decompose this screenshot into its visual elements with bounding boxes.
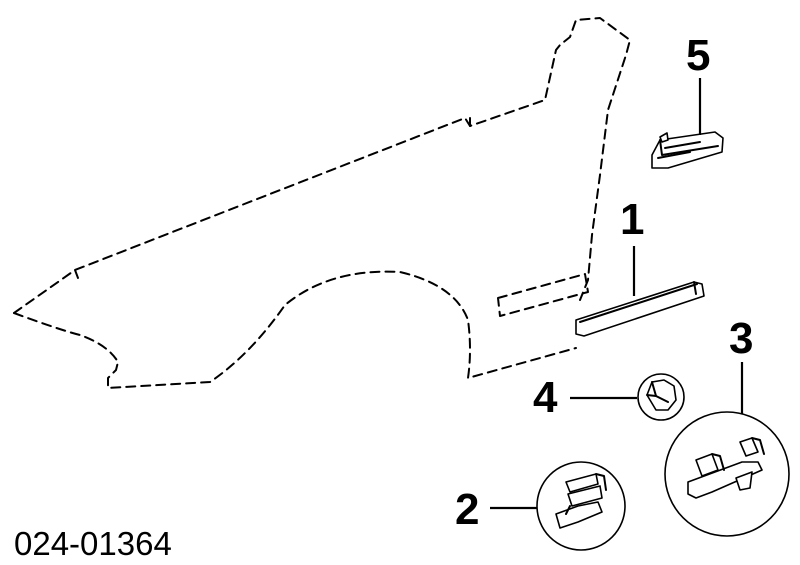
fender-outline	[13, 17, 631, 389]
callout-3: 3	[729, 314, 753, 363]
grommet-plug	[637, 373, 685, 421]
callout-2: 2	[455, 485, 479, 534]
callout-1: 1	[620, 195, 644, 244]
moulding-strip	[575, 281, 705, 337]
callout-4: 4	[533, 373, 558, 422]
reference-code: 024-01364	[14, 525, 172, 562]
side-marker-lamp	[651, 131, 724, 169]
fastener-clip-detail	[536, 461, 626, 551]
retaining-clip-detail	[664, 411, 790, 537]
leader-lines	[490, 78, 744, 510]
callout-5: 5	[686, 31, 710, 80]
